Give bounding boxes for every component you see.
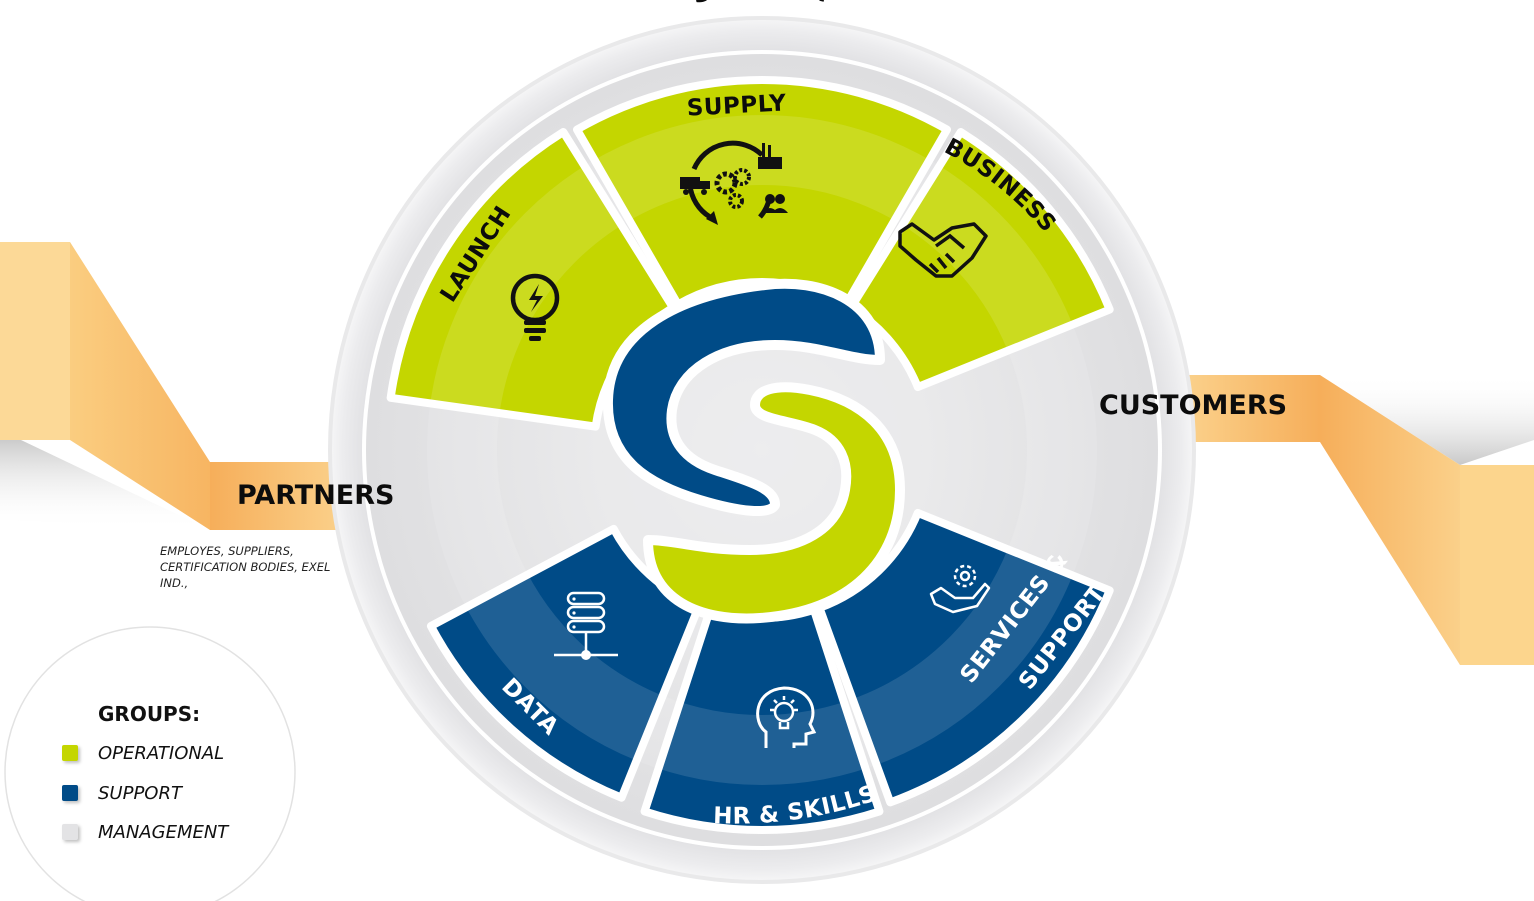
lightbulb-icon [510,273,560,341]
sector-services [815,508,1114,807]
legend-swatch-management [62,824,78,840]
partners-note: EMPLOYES, SUPPLIERS, CERTIFICATION BODIE… [160,544,331,590]
sector-supply [573,76,951,309]
partners-ribbon [0,242,510,560]
legend-swatch-operational [62,745,78,761]
head-idea-icon [756,686,817,748]
legend-label-support: SUPPORT [98,782,182,804]
legend-item-operational: OPERATIONAL [62,741,224,765]
segment-label-supply: SUPPLY [686,90,787,121]
supply-chain-icon [680,140,788,225]
legend-swatch-support [62,785,78,801]
customers-label: CUSTOMERS [1099,390,1288,421]
handshake-icon [898,222,988,278]
legend-title: GROUPS: [98,702,201,726]
database-server-icon [554,591,618,660]
legend-item-support: SUPPORT [62,781,182,805]
legend-item-management: MANAGEMENT [62,820,228,844]
sectors-group [386,76,1114,834]
ring-label-strategy: STRATEGY [690,0,834,9]
partners-label: PARTNERS [237,480,395,511]
legend-label-management: MANAGEMENT [98,821,229,843]
s-logo-icon [602,278,922,624]
legend-label-operational: OPERATIONAL [98,742,225,764]
service-hand-gear-icon [929,564,991,614]
